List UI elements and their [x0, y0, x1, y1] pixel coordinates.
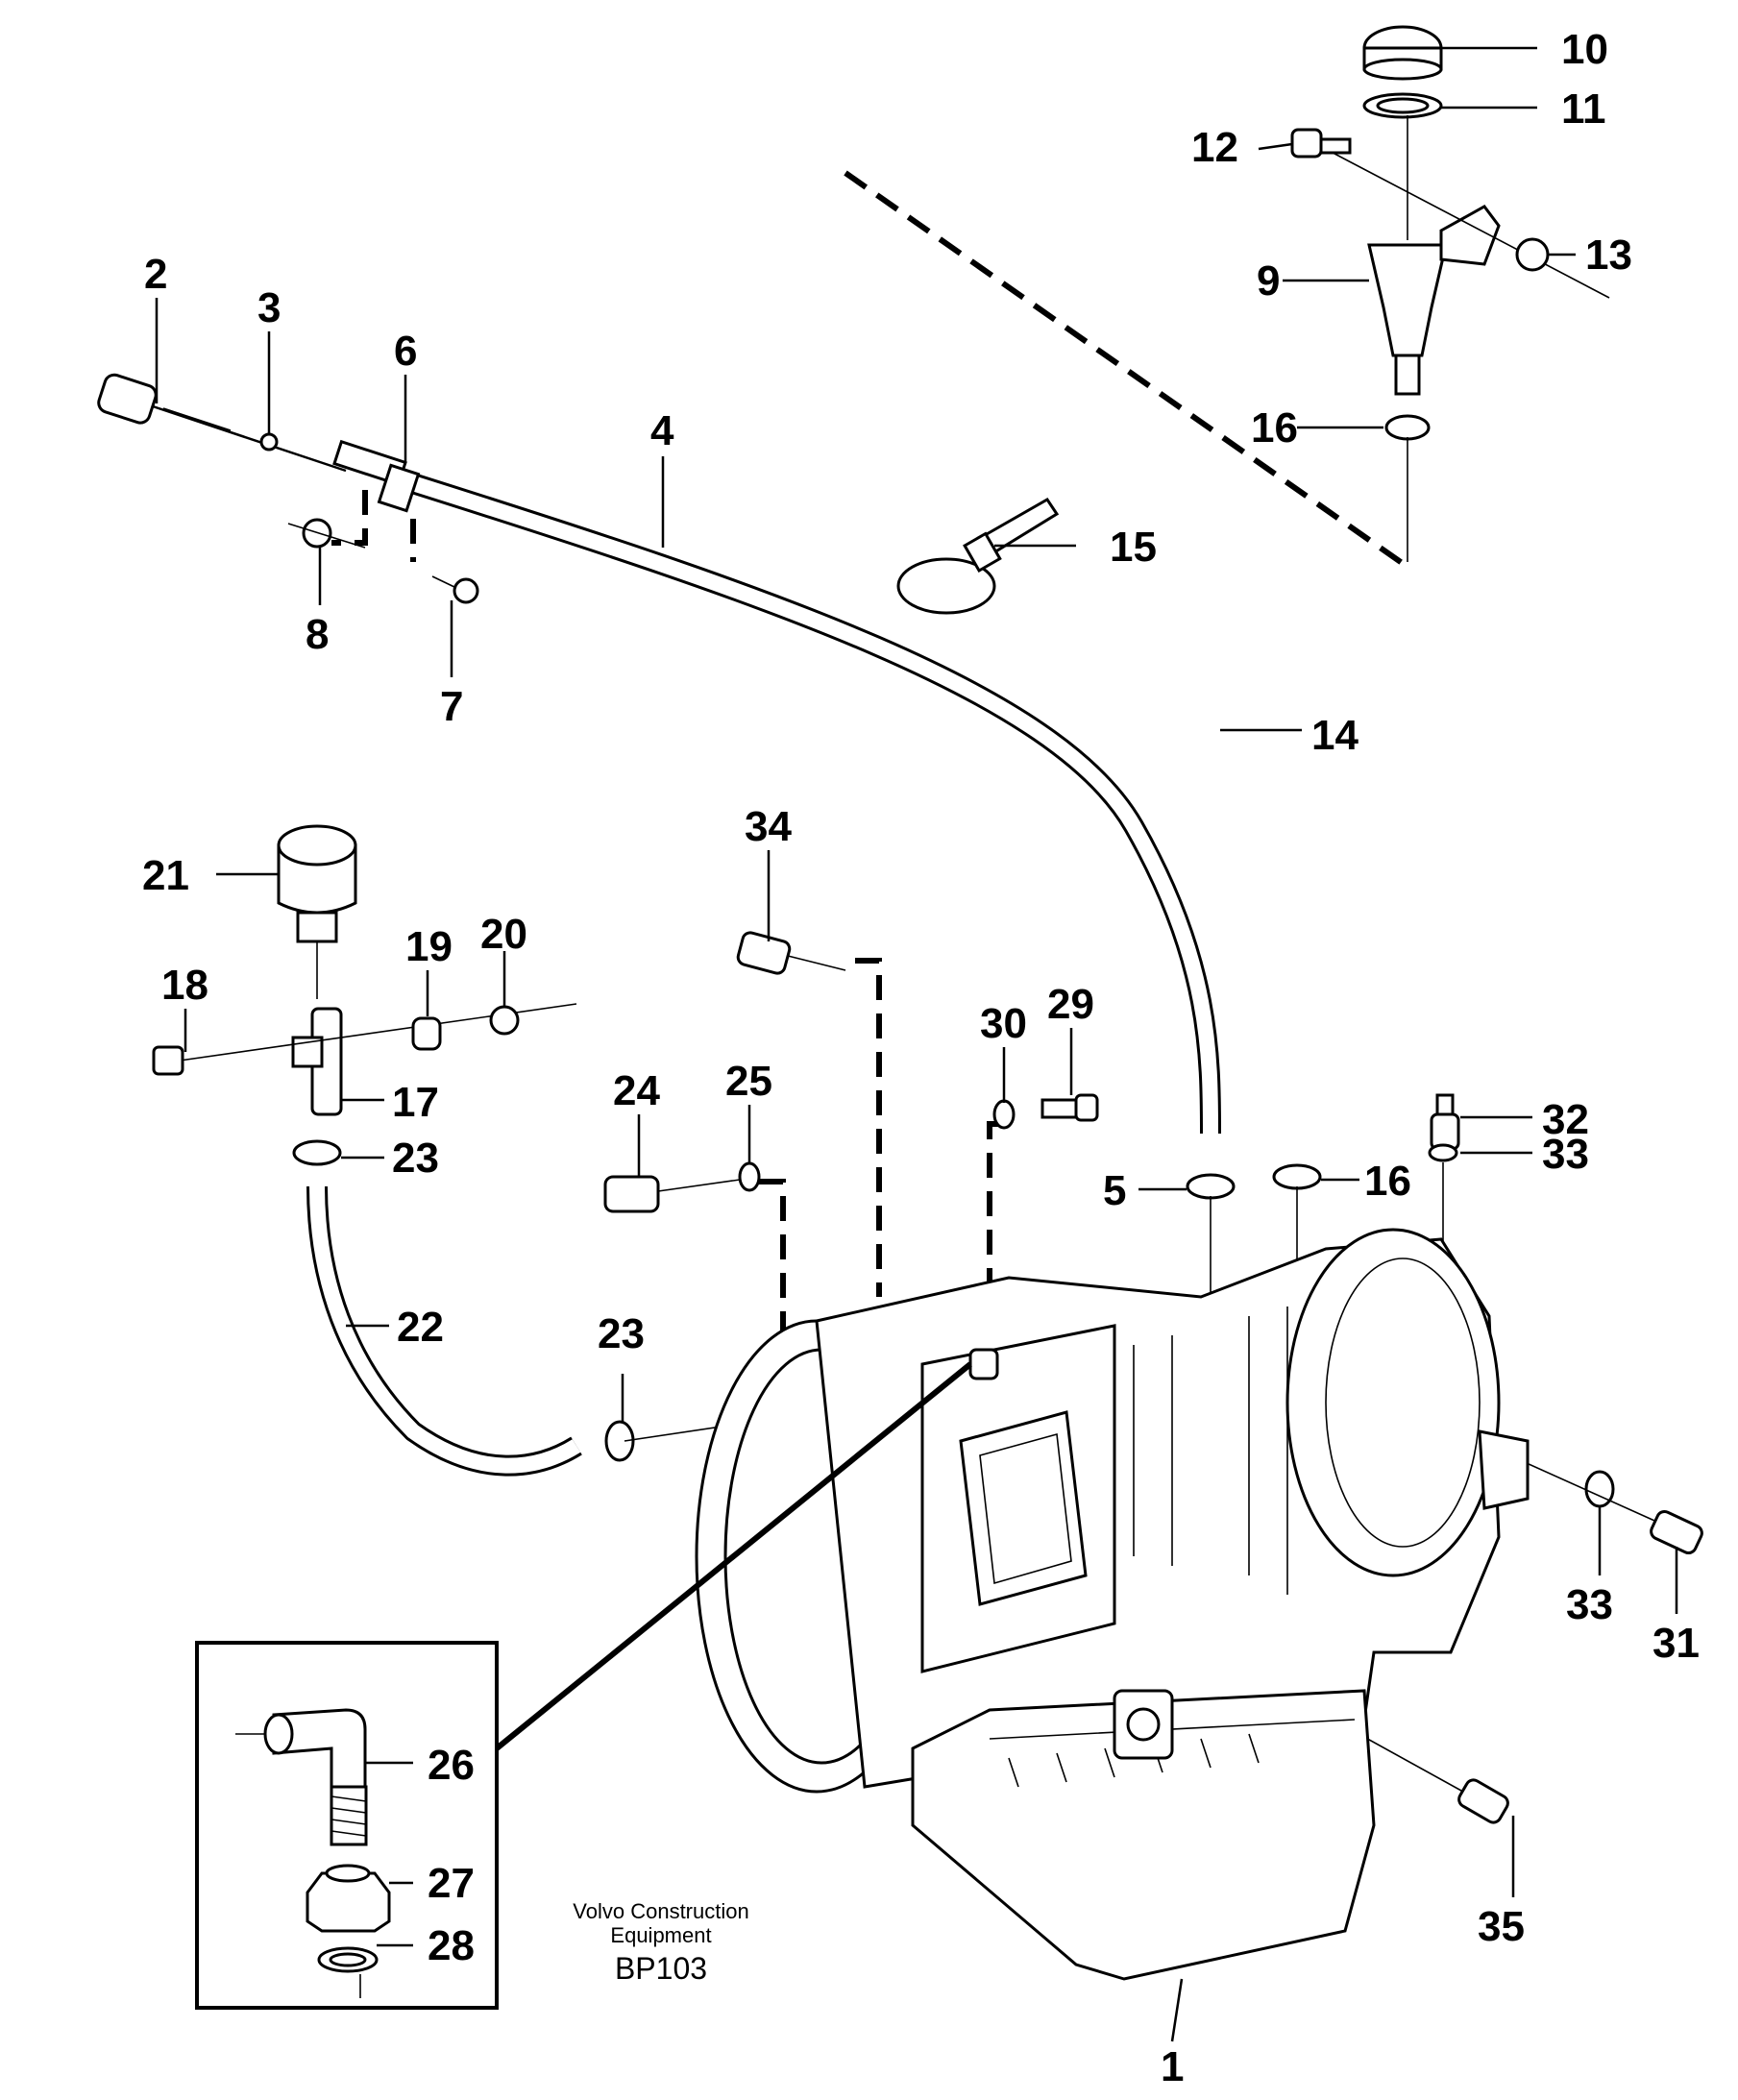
callout-30: 30 — [980, 1000, 1027, 1047]
callout-32: 32 — [1542, 1096, 1589, 1143]
callout-28: 28 — [428, 1922, 475, 1969]
callout-19: 19 — [405, 923, 453, 970]
cable-tube-4 — [400, 470, 1221, 1135]
callout-7: 7 — [440, 683, 463, 730]
callout-33: 33 — [1566, 1581, 1613, 1628]
callout-22: 22 — [397, 1304, 444, 1351]
callout-15: 15 — [1110, 524, 1157, 571]
callout-9: 9 — [1257, 257, 1280, 305]
callout-2: 2 — [144, 251, 167, 298]
caption-line-2: Equipment — [610, 1923, 711, 1947]
callout-20: 20 — [480, 911, 527, 958]
callout-29: 29 — [1047, 981, 1094, 1028]
callout-33-top: 33 — [1542, 1131, 1589, 1178]
dashed-route-15 — [844, 170, 1409, 570]
caption-line-1: Volvo Construction — [573, 1899, 748, 1923]
callout-1: 1 — [1161, 2043, 1184, 2090]
callout-11: 11 — [1561, 85, 1606, 133]
callout-16: 16 — [1364, 1158, 1411, 1205]
callout-23-top: 23 — [392, 1135, 439, 1182]
callout-12: 12 — [1191, 124, 1238, 171]
callout-14: 14 — [1311, 712, 1359, 759]
callout-25: 25 — [725, 1058, 772, 1105]
callout-8: 8 — [306, 611, 329, 658]
callout-17: 17 — [392, 1079, 439, 1126]
callout-34: 34 — [745, 803, 792, 850]
transmission-housing-1 — [695, 1228, 1530, 1981]
callout-18: 18 — [161, 962, 208, 1009]
callout-4: 4 — [650, 407, 674, 454]
callout-26: 26 — [428, 1742, 475, 1789]
callout-24: 24 — [613, 1067, 660, 1114]
callout-16-top: 16 — [1251, 404, 1298, 452]
callout-35: 35 — [1478, 1903, 1525, 1950]
diagram-code: BP103 — [615, 1951, 707, 1986]
callout-21: 21 — [142, 852, 189, 899]
callout-27: 27 — [428, 1860, 475, 1907]
callout-5: 5 — [1103, 1167, 1126, 1214]
callout-3: 3 — [257, 284, 281, 331]
callout-13: 13 — [1585, 232, 1632, 279]
detail-inset — [195, 1641, 499, 2010]
callout-6: 6 — [394, 328, 417, 375]
callout-23: 23 — [598, 1310, 645, 1357]
callout-31: 31 — [1652, 1620, 1700, 1667]
callout-10: 10 — [1561, 26, 1608, 73]
